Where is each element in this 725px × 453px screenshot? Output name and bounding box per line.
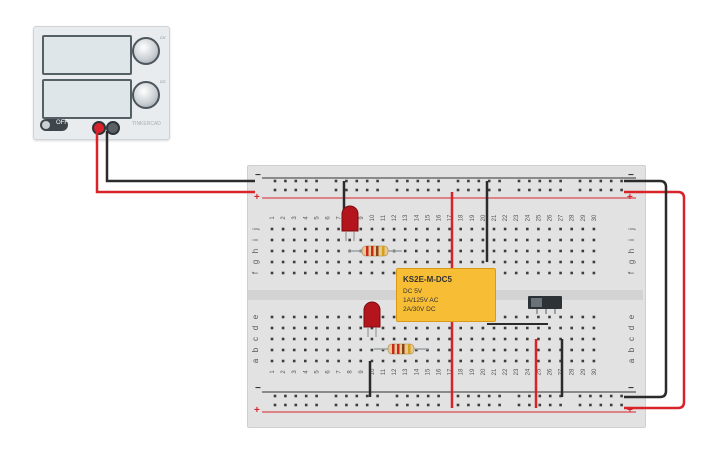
rail-sign-top-plus-right: + bbox=[627, 192, 633, 203]
switch-pin bbox=[536, 309, 538, 314]
psu-brand-label: TINKERCAD bbox=[132, 121, 161, 127]
rail-sign-bottom-plus-left: + bbox=[254, 405, 260, 416]
switch-pin bbox=[545, 309, 547, 314]
current-knob[interactable] bbox=[132, 81, 160, 109]
relay-spec-line-1: DC 5V bbox=[403, 288, 423, 295]
rail-sign-top-plus-left: + bbox=[254, 192, 260, 203]
relay-model-label: KS2E-M-DC5 bbox=[403, 275, 452, 284]
relay-spec-line-2: 1A/125V AC bbox=[403, 297, 439, 304]
negative-terminal[interactable] bbox=[106, 121, 120, 135]
rail-sign-bottom-minus-right: − bbox=[628, 383, 634, 394]
switch-pin bbox=[554, 309, 556, 314]
voltage-display bbox=[42, 35, 132, 75]
positive-terminal[interactable] bbox=[92, 121, 106, 135]
rail-sign-top-minus-left: − bbox=[255, 170, 261, 181]
voltage-knob[interactable] bbox=[132, 37, 160, 65]
rail-sign-bottom-minus-left: − bbox=[255, 383, 261, 394]
relay-spec-line-3: 2A/30V DC bbox=[403, 306, 436, 313]
power-supply[interactable]: CV CC OFF TINKERCAD bbox=[33, 26, 170, 140]
power-switch[interactable] bbox=[40, 119, 68, 131]
knob-label-bottom: CC bbox=[160, 79, 166, 84]
rail-sign-bottom-plus-right: + bbox=[627, 405, 633, 416]
current-display bbox=[42, 79, 132, 119]
slide-switch-knob[interactable] bbox=[531, 298, 542, 307]
relay-ks2e[interactable]: KS2E-M-DC5 DC 5V 1A/125V AC 2A/30V DC bbox=[396, 268, 496, 322]
knob-label-top: CV bbox=[160, 35, 166, 40]
rail-sign-top-minus-right: − bbox=[628, 170, 634, 181]
power-switch-label: OFF bbox=[56, 120, 68, 126]
wire-red-supply bbox=[95, 131, 255, 194]
